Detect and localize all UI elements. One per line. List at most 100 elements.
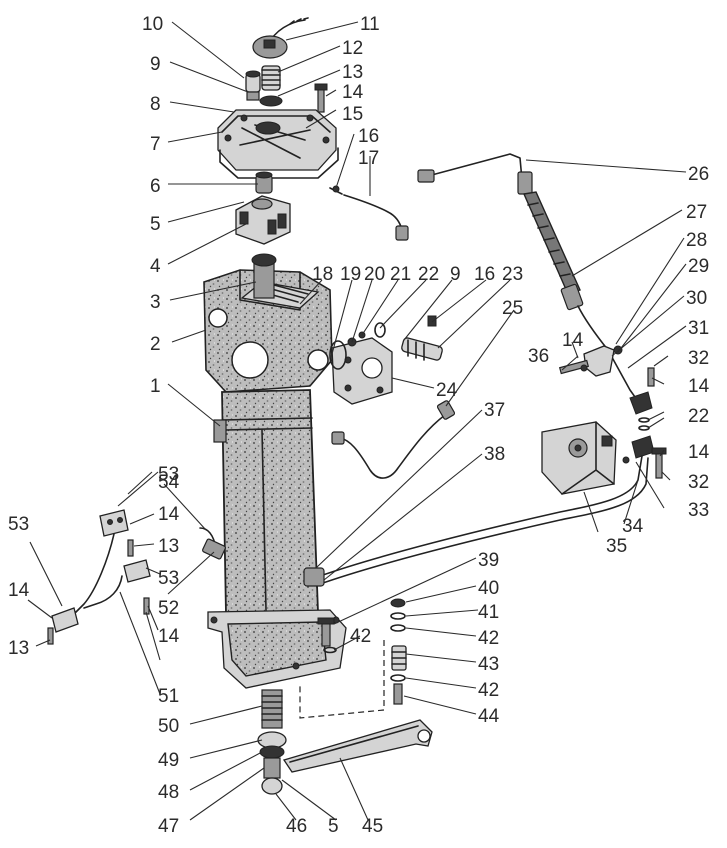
callout-14e: 14 bbox=[158, 504, 180, 525]
callout-53: 53 bbox=[158, 464, 179, 485]
callout-32: 32 bbox=[688, 348, 709, 369]
callout-21: 21 bbox=[390, 264, 411, 285]
flange-lower bbox=[51, 607, 79, 633]
callout-32b: 32 bbox=[688, 472, 709, 493]
pipe-38 bbox=[303, 455, 649, 587]
callout-43: 43 bbox=[478, 654, 499, 675]
callout-9: 9 bbox=[150, 54, 161, 75]
callout-23: 23 bbox=[502, 264, 523, 285]
pipe-17 bbox=[329, 185, 409, 241]
callout-30: 30 bbox=[686, 288, 707, 309]
callout-13c: 13 bbox=[8, 638, 29, 659]
valve-24 bbox=[329, 337, 393, 405]
callout-14d: 14 bbox=[688, 442, 710, 463]
coupling-right bbox=[629, 367, 655, 431]
assembly-dash bbox=[299, 640, 385, 719]
callout-25: 25 bbox=[502, 298, 523, 319]
callout-13: 13 bbox=[342, 62, 363, 83]
filler-cap-top bbox=[263, 39, 276, 49]
callout-54: 54 bbox=[158, 472, 180, 493]
callout-12: 12 bbox=[342, 38, 363, 59]
cap-spring bbox=[261, 65, 281, 91]
callout-19: 19 bbox=[340, 264, 361, 285]
callout-8: 8 bbox=[150, 94, 161, 115]
bushing-6 bbox=[255, 171, 273, 194]
filler-cap-group bbox=[245, 17, 309, 107]
callout-14c: 14 bbox=[688, 376, 710, 397]
callout-42: 42 bbox=[350, 626, 371, 647]
callout-15: 15 bbox=[342, 104, 363, 125]
callout-24: 24 bbox=[436, 380, 458, 401]
callout-6: 6 bbox=[150, 176, 161, 197]
callout-7: 7 bbox=[150, 134, 161, 155]
callout-36: 36 bbox=[528, 346, 549, 367]
steering-arm-45 bbox=[282, 719, 433, 773]
bracket-group bbox=[558, 345, 623, 377]
cap-chain-links bbox=[289, 17, 309, 25]
callout-11: 11 bbox=[360, 14, 380, 35]
cap-washer bbox=[259, 95, 283, 107]
steering-column bbox=[207, 389, 347, 689]
callout-14f: 14 bbox=[8, 580, 30, 601]
cover-gasket bbox=[219, 147, 339, 179]
callout-labels: 10 11 12 13 9 14 8 15 7 16 17 6 26 5 27 … bbox=[8, 14, 710, 837]
callout-45: 45 bbox=[362, 816, 383, 837]
callout-1: 1 bbox=[150, 376, 161, 397]
callout-39: 39 bbox=[478, 550, 499, 571]
callout-41: 41 bbox=[478, 602, 499, 623]
callout-34: 34 bbox=[622, 516, 644, 537]
callout-10: 10 bbox=[142, 14, 163, 35]
left-pipe-assembly bbox=[47, 509, 226, 645]
plug-16 bbox=[427, 315, 437, 327]
pipe-25 bbox=[331, 400, 456, 479]
callout-33: 33 bbox=[688, 500, 709, 521]
callout-17: 17 bbox=[358, 148, 379, 169]
housing-cover bbox=[217, 109, 337, 171]
callout-31: 31 bbox=[688, 318, 709, 339]
bolt-stack bbox=[317, 598, 407, 705]
callout-13b: 13 bbox=[158, 536, 179, 557]
callout-9b: 9 bbox=[450, 264, 461, 285]
fitting-34 bbox=[622, 435, 667, 479]
callout-5b: 5 bbox=[328, 816, 339, 837]
callout-26: 26 bbox=[688, 164, 709, 185]
callout-48: 48 bbox=[158, 782, 179, 803]
callout-16b: 16 bbox=[474, 264, 495, 285]
callout-20: 20 bbox=[364, 264, 385, 285]
callout-44: 44 bbox=[478, 706, 500, 727]
callout-42b: 42 bbox=[478, 628, 499, 649]
callout-14: 14 bbox=[342, 82, 364, 103]
callout-27: 27 bbox=[686, 202, 707, 223]
callout-42c: 42 bbox=[478, 680, 499, 701]
bolt-top bbox=[314, 83, 328, 113]
callout-5: 5 bbox=[150, 214, 161, 235]
flange-upper bbox=[99, 509, 129, 537]
callout-4: 4 bbox=[150, 256, 161, 277]
callout-18: 18 bbox=[312, 264, 333, 285]
callout-52: 52 bbox=[158, 598, 179, 619]
callout-51: 51 bbox=[158, 686, 179, 707]
callout-29: 29 bbox=[688, 256, 709, 277]
callout-53b: 53 bbox=[8, 514, 29, 535]
breather-valve bbox=[245, 70, 261, 101]
callout-16: 16 bbox=[358, 126, 379, 147]
callout-53c: 53 bbox=[158, 568, 179, 589]
callout-50: 50 bbox=[158, 716, 179, 737]
leader-lines bbox=[27, 21, 687, 821]
callout-14b: 14 bbox=[562, 330, 584, 351]
callout-49: 49 bbox=[158, 750, 179, 771]
callout-2: 2 bbox=[150, 334, 161, 355]
callout-22: 22 bbox=[418, 264, 439, 285]
lower-shaft bbox=[257, 689, 287, 795]
callout-28: 28 bbox=[686, 230, 707, 251]
callout-35: 35 bbox=[606, 536, 627, 557]
plunger-23 bbox=[401, 315, 443, 361]
callout-37: 37 bbox=[484, 400, 505, 421]
flange-mid bbox=[123, 559, 151, 583]
callout-47: 47 bbox=[158, 816, 179, 837]
steering-gear bbox=[235, 195, 291, 245]
callout-14g: 14 bbox=[158, 626, 180, 647]
pump-35 bbox=[541, 421, 617, 495]
hose-26-27 bbox=[417, 153, 641, 405]
